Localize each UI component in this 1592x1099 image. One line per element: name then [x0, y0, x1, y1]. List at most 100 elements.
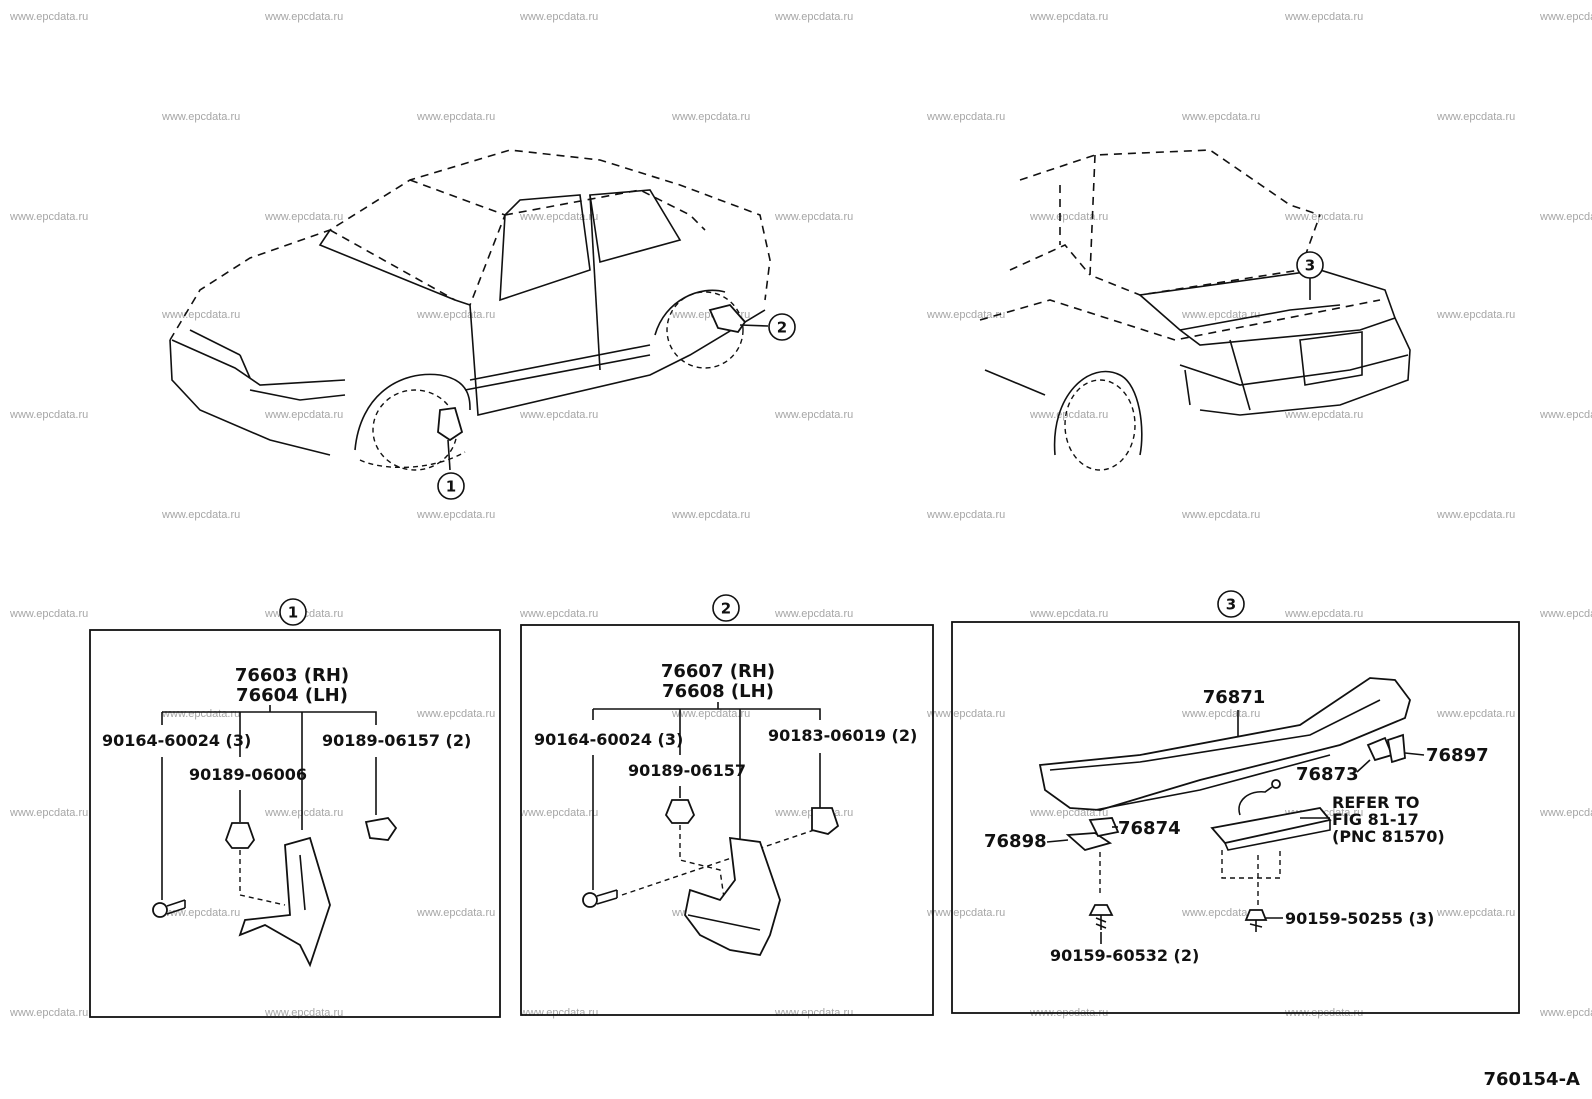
watermark-text: www.epcdata.ru [1539, 807, 1592, 819]
watermark-text: www.epcdata.ru [519, 608, 598, 620]
watermark-text: www.epcdata.ru [1284, 409, 1363, 421]
callout-rear-mudguard: 2 [768, 313, 796, 341]
watermark-text: www.epcdata.ru [1539, 1007, 1592, 1019]
svg-text:2: 2 [777, 319, 787, 337]
bracket-76897-part [1386, 733, 1406, 764]
part-label-76604: 76604 (LH) [236, 685, 348, 706]
retainer-part [364, 817, 398, 841]
part-label-76603: 76603 (RH) [235, 665, 349, 686]
watermark-text: www.epcdata.ru [519, 211, 598, 223]
watermark-text: www.epcdata.ru [926, 111, 1005, 123]
watermark-text: www.epcdata.ru [1539, 11, 1592, 23]
refer-fig-text: FIG 81-17 [1332, 810, 1419, 829]
spoiler-part [1038, 677, 1411, 811]
watermark-text: www.epcdata.ru [671, 509, 750, 521]
mudguard-part [238, 836, 331, 968]
watermark-text: www.epcdata.ru [774, 1007, 853, 1019]
watermark-text: www.epcdata.ru [1436, 708, 1515, 720]
watermark-text: www.epcdata.ru [1029, 11, 1108, 23]
pad-76898-part [1065, 832, 1113, 851]
watermark-text: www.epcdata.ru [161, 309, 240, 321]
watermark-text: www.epcdata.ru [1029, 409, 1108, 421]
watermark-text: www.epcdata.ru [774, 11, 853, 23]
watermark-text: www.epcdata.ru [161, 111, 240, 123]
watermark-text: www.epcdata.ru [1029, 211, 1108, 223]
part-label-76608: 76608 (LH) [662, 681, 774, 702]
mudguard-part [684, 836, 781, 956]
retainer-part [811, 807, 840, 835]
part-label-bolt-a: 90159-50255 (3) [1285, 909, 1434, 928]
pad-76874-part [1088, 817, 1120, 838]
watermark-text: www.epcdata.ru [161, 509, 240, 521]
part-label-bolt-b: 90159-60532 (2) [1050, 946, 1199, 965]
watermark-text: www.epcdata.ru [264, 807, 343, 819]
watermark-text: www.epcdata.ru [1539, 211, 1592, 223]
svg-text:3: 3 [1305, 257, 1315, 275]
screw-part [582, 889, 618, 908]
watermark-text: www.epcdata.ru [1181, 111, 1260, 123]
watermark-text: www.epcdata.ru [774, 409, 853, 421]
part-label-retainer: 90189-06157 (2) [322, 731, 471, 750]
watermark-text: www.epcdata.ru [161, 708, 240, 720]
part-label-76871: 76871 [1203, 687, 1266, 708]
watermark-text: www.epcdata.ru [671, 708, 750, 720]
watermark-text: www.epcdata.ru [1181, 509, 1260, 521]
watermark-text: www.epcdata.ru [1181, 309, 1260, 321]
part-label-clip: 90189-06157 [628, 761, 746, 780]
svg-text:2: 2 [721, 600, 731, 618]
watermark-text: www.epcdata.ru [416, 509, 495, 521]
watermark-text: www.epcdata.ru [416, 111, 495, 123]
svg-text:3: 3 [1226, 596, 1236, 614]
part-label-screw: 90164-60024 (3) [534, 730, 683, 749]
watermark-text: www.epcdata.ru [519, 409, 598, 421]
watermark-text: www.epcdata.ru [9, 11, 88, 23]
watermark-text: www.epcdata.ru [519, 11, 598, 23]
watermark-text: www.epcdata.ru [671, 111, 750, 123]
watermark-text: www.epcdata.ru [416, 708, 495, 720]
watermark-text: www.epcdata.ru [416, 309, 495, 321]
watermark-text: www.epcdata.ru [1436, 907, 1515, 919]
watermark-text: www.epcdata.ru [1029, 608, 1108, 620]
part-label-screw: 90164-60024 (3) [102, 731, 251, 750]
part-label-76873: 76873 [1296, 764, 1359, 785]
watermark-text: www.epcdata.ru [1284, 211, 1363, 223]
svg-text:1: 1 [288, 604, 298, 622]
watermark-layer: www.epcdata.ru www.epcdata.ru www.epcdata.… [9, 11, 1592, 1019]
figure-code: 760154-A [1483, 1069, 1580, 1090]
watermark-text: www.epcdata.ru [1436, 309, 1515, 321]
front-car-view [169, 149, 771, 471]
watermark-text: www.epcdata.ru [9, 807, 88, 819]
watermark-text: www.epcdata.ru [264, 409, 343, 421]
refer-pnc-text: (PNC 81570) [1332, 827, 1445, 846]
part-label-76874: 76874 [1118, 818, 1181, 839]
watermark-text: www.epcdata.ru [264, 211, 343, 223]
bolt-90159-60532-part [1088, 904, 1114, 930]
watermark-text: www.epcdata.ru [1539, 608, 1592, 620]
svg-text:1: 1 [446, 478, 456, 496]
watermark-text: www.epcdata.ru [1181, 907, 1260, 919]
panel-front-mudguard: 1 76603 (RH) 76604 (LH) 90164-60024 (3) … [89, 598, 501, 1018]
callout-front-mudguard: 1 [437, 472, 465, 500]
watermark-text: www.epcdata.ru [1181, 708, 1260, 720]
watermark-text: www.epcdata.ru [161, 907, 240, 919]
watermark-text: www.epcdata.ru [926, 309, 1005, 321]
watermark-text: www.epcdata.ru [1436, 111, 1515, 123]
watermark-text: www.epcdata.ru [9, 1007, 88, 1019]
watermark-text: www.epcdata.ru [774, 608, 853, 620]
watermark-text: www.epcdata.ru [926, 907, 1005, 919]
part-label-retainer: 90183-06019 (2) [768, 726, 917, 745]
bolt-90159-50255-part [1244, 909, 1268, 932]
watermark-text: www.epcdata.ru [9, 211, 88, 223]
panel-rear-mudguard: 2 76607 (RH) 76608 (LH) 90164-60024 (3) … [520, 594, 934, 1016]
part-label-76607: 76607 (RH) [661, 661, 775, 682]
watermark-text: www.epcdata.ru [1539, 409, 1592, 421]
watermark-text: www.epcdata.ru [9, 409, 88, 421]
watermark-text: www.epcdata.ru [1284, 11, 1363, 23]
part-label-76897: 76897 [1426, 745, 1489, 766]
stop-lamp-part [1210, 779, 1332, 851]
watermark-text: www.epcdata.ru [519, 807, 598, 819]
refer-to-text: REFER TO [1332, 793, 1420, 812]
screw-part [152, 899, 186, 918]
clip-part [224, 822, 256, 849]
